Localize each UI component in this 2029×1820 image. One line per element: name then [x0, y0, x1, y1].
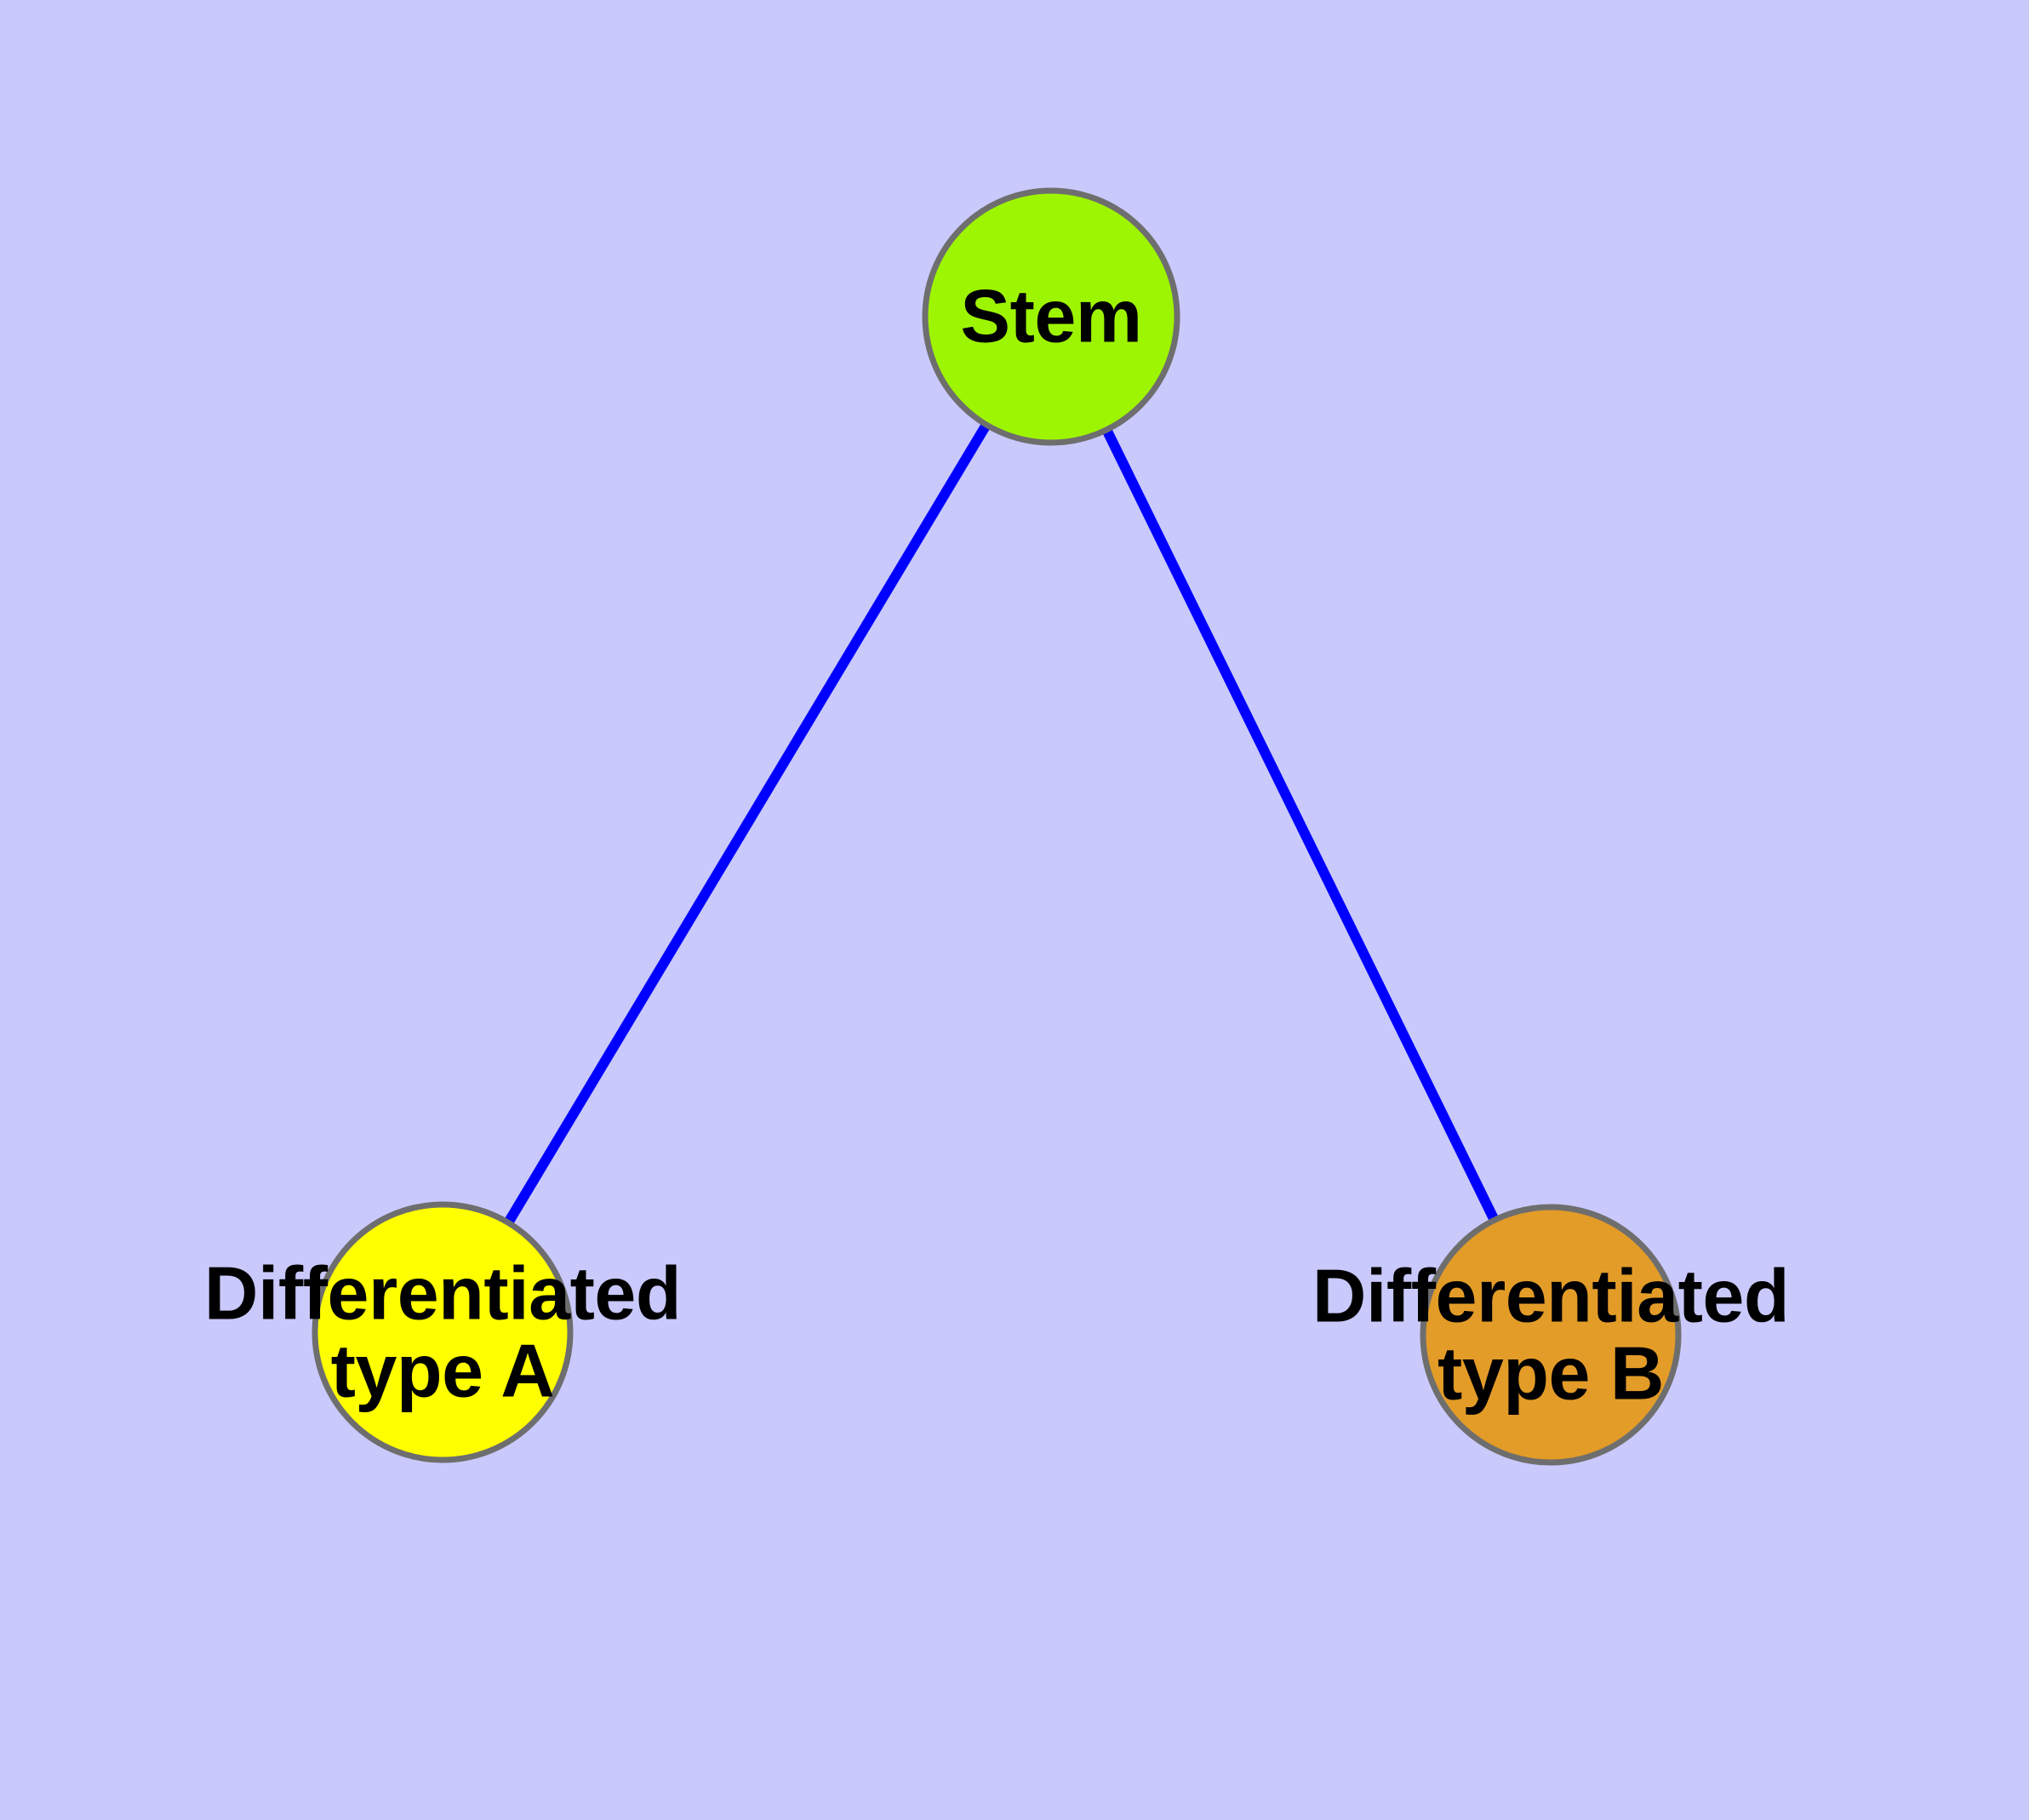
node-circle-diff_b[interactable]: [1420, 1204, 1682, 1466]
node-circle-diff_a[interactable]: [311, 1201, 574, 1463]
edge-layer: [501, 419, 1501, 1228]
edge-stem-to-diff-b: [1100, 424, 1501, 1226]
edge-stem-to-diff-a: [501, 419, 993, 1228]
node-circle-stem[interactable]: [922, 187, 1180, 446]
node-layer: [311, 187, 1682, 1466]
